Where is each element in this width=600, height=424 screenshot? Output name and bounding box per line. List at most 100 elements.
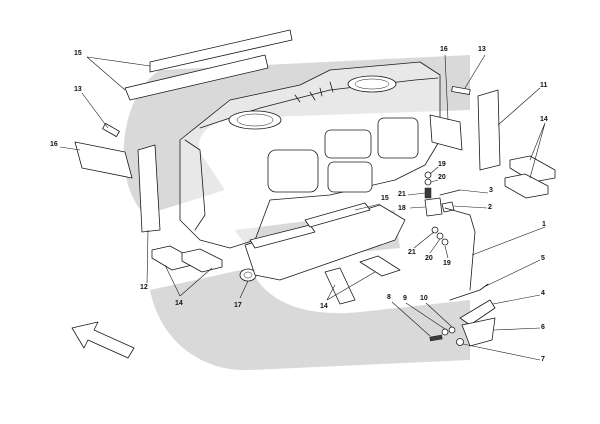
callout-6: 6 [541, 324, 545, 331]
callout-21: 21 [408, 249, 416, 256]
callout-9: 9 [403, 295, 407, 302]
callout-16: 16 [50, 141, 58, 148]
watermark-swoosh-top [123, 55, 470, 215]
leader-13b [464, 54, 486, 89]
pad-11 [477, 89, 501, 171]
washer-19-upper [424, 171, 432, 179]
bolt-8 [429, 334, 443, 342]
nut-7 [456, 338, 464, 346]
pad-16-right [429, 114, 463, 151]
pad-16-left [74, 141, 133, 179]
leader-12 [146, 229, 149, 284]
callout-13: 13 [74, 86, 82, 93]
tank-side-panel [184, 139, 206, 231]
bracket-6 [461, 317, 496, 347]
block-14-bottom-b [359, 255, 401, 277]
pad-12 [137, 144, 161, 233]
leader-14c [529, 122, 546, 179]
leader-16a [59, 146, 81, 151]
leader-20a [430, 179, 439, 183]
callout-18: 18 [398, 205, 406, 212]
leader-19b [444, 245, 449, 259]
leader-15a [86, 56, 151, 91]
washer-20-lower [436, 232, 444, 240]
callout-11: 11 [540, 82, 548, 89]
callout-13: 13 [478, 46, 486, 53]
leader-9 [405, 302, 446, 330]
leader-8 [391, 301, 431, 337]
callout-16: 16 [440, 46, 448, 53]
blocks-14-left [151, 245, 223, 273]
callout-21: 21 [398, 191, 406, 198]
leader-18 [409, 206, 426, 209]
callout-1: 1 [542, 221, 546, 228]
leader-lines [59, 54, 546, 361]
washer-20-upper [424, 178, 432, 186]
filler-neck-right [347, 75, 397, 93]
callout-8: 8 [387, 294, 391, 301]
washer-9 [441, 328, 449, 336]
insulation-strip-lower [124, 54, 269, 101]
grommet-inner [243, 271, 253, 279]
pad-13-left [102, 123, 120, 137]
leader-7 [462, 343, 541, 361]
callout-12: 12 [140, 284, 148, 291]
leader-11 [497, 87, 541, 126]
tank-window-2 [324, 129, 372, 159]
tank-window-4 [377, 117, 419, 159]
filler-neck-left-inner [236, 113, 274, 127]
callout-17: 17 [234, 302, 242, 309]
base-tray-15 [244, 202, 406, 281]
callout-7: 7 [541, 356, 545, 363]
callout-20: 20 [438, 174, 446, 181]
watermark-swoosh-bottom [150, 268, 470, 371]
callout-5: 5 [541, 255, 545, 262]
tank-window-3 [327, 161, 373, 193]
leader-10 [425, 302, 453, 328]
filler-neck-left [228, 110, 282, 130]
leader-14b [326, 271, 376, 301]
callout-10: 10 [420, 295, 428, 302]
rod-1 [444, 207, 476, 291]
washer-10 [448, 326, 456, 334]
lever-4 [459, 299, 496, 326]
leader-16b [444, 54, 449, 121]
leader-21a [407, 192, 426, 196]
callout-14: 14 [540, 116, 548, 123]
pad-13-right [451, 86, 471, 95]
washer-21-lower [431, 226, 439, 234]
base-tray-outline [244, 204, 406, 281]
callout-14: 14 [175, 300, 183, 307]
callout-2: 2 [488, 204, 492, 211]
block-14-bottom-a [324, 267, 356, 305]
direction-arrow [71, 321, 135, 359]
callout-3: 3 [489, 187, 493, 194]
bolt-21-upper [424, 187, 432, 199]
blocks-14-bottom [324, 255, 401, 305]
leader-6 [493, 327, 541, 331]
leader-4 [492, 294, 541, 305]
leader-21b [413, 231, 435, 249]
callout-14: 14 [320, 303, 328, 310]
leader-2 [453, 205, 488, 209]
insulation-strip-upper [149, 29, 293, 73]
callout-20: 20 [425, 255, 433, 262]
leader-20b [429, 238, 441, 254]
leader-5 [485, 259, 541, 287]
filler-neck-right-inner [354, 78, 390, 90]
insulation-pad-15-top [124, 29, 293, 101]
screw-3 [439, 189, 461, 196]
leader-14a [164, 264, 213, 297]
callout-19: 19 [443, 260, 451, 267]
callout-15: 15 [381, 195, 389, 202]
leader-3 [459, 189, 489, 194]
clip-2 [441, 201, 455, 213]
base-strip-b [304, 202, 371, 228]
hardware-lower [431, 226, 449, 246]
washer-19-lower [441, 238, 449, 246]
leader-1 [471, 226, 546, 256]
callout-4: 4 [541, 290, 545, 297]
block-14-right-b [504, 173, 549, 199]
